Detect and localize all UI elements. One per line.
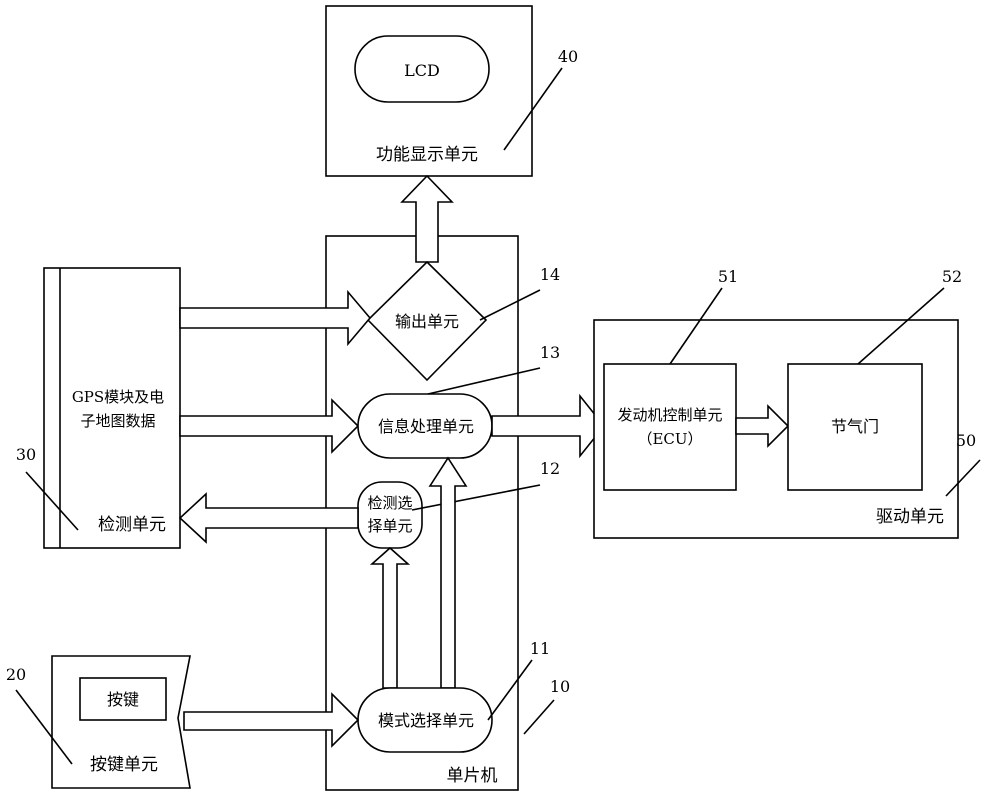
- key-label: 按键: [107, 690, 139, 709]
- arrow-mode-to-info: [428, 456, 468, 689]
- output-unit-diamond: [366, 260, 488, 382]
- output-unit-ref: 14: [540, 265, 560, 284]
- ecu-box: [603, 363, 737, 491]
- throttle-label: 节气门: [831, 417, 879, 436]
- lcd-label: LCD: [404, 61, 440, 80]
- ecu-ref: 51: [718, 267, 738, 286]
- key-unit-ref: 20: [6, 665, 26, 684]
- detect-select-box: [357, 481, 423, 549]
- detect-unit-leader: [25, 471, 79, 531]
- detect-unit-box: [43, 267, 181, 549]
- key-unit-leader: [15, 689, 73, 765]
- mode-select-leader: [487, 659, 533, 721]
- display-unit-leader: [503, 67, 563, 151]
- arrow-select-to-detect: [178, 492, 359, 544]
- detect-select-line2: 择单元: [367, 517, 412, 535]
- drive-unit-label: 驱动单元: [876, 507, 944, 527]
- info-unit-label: 信息处理单元: [378, 417, 474, 436]
- mcu-ref: 10: [550, 677, 570, 696]
- detect-select-ref: 12: [540, 459, 560, 478]
- detect-unit-ref: 30: [16, 445, 36, 464]
- key-unit-label: 按键单元: [90, 755, 158, 775]
- ecu-label-line2: （ECU）: [637, 430, 702, 448]
- arrow-ecu-to-throttle: [735, 404, 790, 448]
- arrow-key-to-mode: [183, 692, 360, 748]
- mcu-label: 单片机: [447, 766, 498, 786]
- display-unit-ref: 40: [558, 47, 578, 66]
- mode-select-ref: 11: [530, 639, 550, 658]
- arrow-info-to-ecu: [491, 393, 606, 459]
- mode-select-label: 模式选择单元: [378, 711, 474, 730]
- key-box: [79, 677, 167, 721]
- throttle-box: [787, 363, 923, 491]
- detect-select-line1: 检测选: [367, 494, 412, 512]
- arrow-output-to-display: [400, 174, 454, 263]
- output-unit-label: 输出单元: [395, 312, 459, 331]
- info-unit-ref: 13: [540, 343, 560, 362]
- drive-unit-leader: [945, 459, 981, 497]
- detect-unit-label: 检测单元: [98, 515, 166, 535]
- output-unit-leader: [479, 289, 541, 321]
- gps-label-line1: GPS模块及电: [72, 388, 164, 406]
- throttle-ref: 52: [942, 267, 962, 286]
- display-unit-label: 功能显示单元: [376, 145, 478, 165]
- detect-select-leader: [411, 484, 541, 511]
- throttle-leader: [857, 287, 945, 365]
- arrow-gps-to-output: [179, 289, 372, 347]
- mcu-leader: [523, 699, 555, 735]
- arrow-gps-to-info: [179, 398, 360, 454]
- info-unit-leader: [427, 367, 541, 395]
- arrow-mode-to-detect-select: [369, 546, 411, 689]
- ecu-leader: [669, 287, 723, 365]
- lcd-box: [354, 35, 490, 103]
- ecu-label-line1: 发动机控制单元: [617, 406, 722, 424]
- drive-unit-ref: 50: [956, 431, 976, 450]
- gps-label-line2: 子地图数据: [80, 412, 155, 430]
